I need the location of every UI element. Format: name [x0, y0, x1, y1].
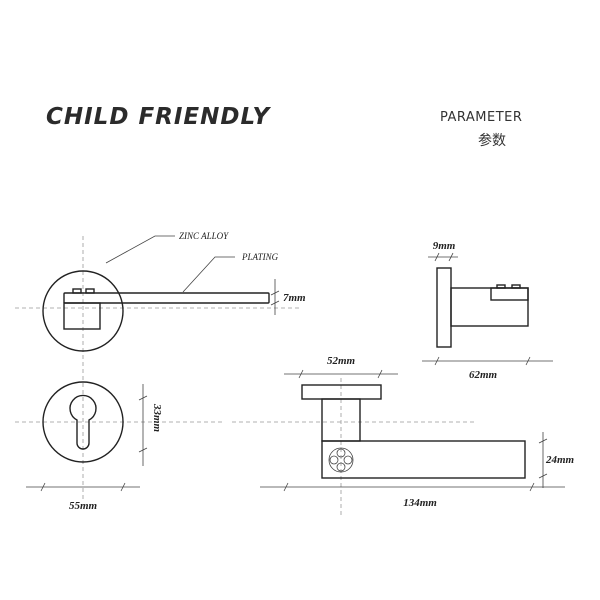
dim-lever-thickness: 7mm: [270, 279, 306, 315]
dim-rose-diameter: 55mm: [26, 482, 140, 512]
parameter-heading: PARAMETER: [440, 110, 522, 125]
front-view: [301, 384, 526, 479]
center-lines: [15, 236, 475, 515]
dim-7mm: 7mm: [283, 292, 306, 304]
dim-55mm: 55mm: [69, 500, 98, 512]
dim-62mm: 62mm: [469, 369, 498, 381]
plating-callout: PLATING: [182, 252, 279, 293]
dim-33mm: 33mm: [151, 403, 163, 433]
parameter-heading-cn: 参数: [478, 132, 506, 149]
zinc-alloy-label: ZINC ALLOY: [179, 231, 229, 241]
dim-keyhole-height: 33mm: [138, 384, 163, 466]
dim-9mm: 9mm: [433, 240, 456, 252]
top-view: [42, 270, 270, 352]
dim-134mm: 134mm: [403, 497, 437, 509]
dim-rose-width: 52mm: [284, 355, 398, 379]
screw-icon: [328, 447, 354, 473]
page-title: CHILD FRIENDLY: [46, 104, 272, 130]
dim-lever-height: 24mm: [538, 432, 575, 488]
zinc-alloy-callout: ZINC ALLOY: [105, 231, 229, 264]
keyhole-escutcheon: [42, 381, 124, 463]
plating-label: PLATING: [241, 252, 279, 262]
side-view: [436, 267, 529, 348]
dim-24mm: 24mm: [545, 454, 575, 466]
dim-52mm: 52mm: [327, 355, 356, 367]
dim-lever-length: 134mm: [260, 482, 565, 509]
dim-rose-thickness: 9mm: [428, 240, 458, 262]
dim-projection: 62mm: [422, 356, 553, 381]
